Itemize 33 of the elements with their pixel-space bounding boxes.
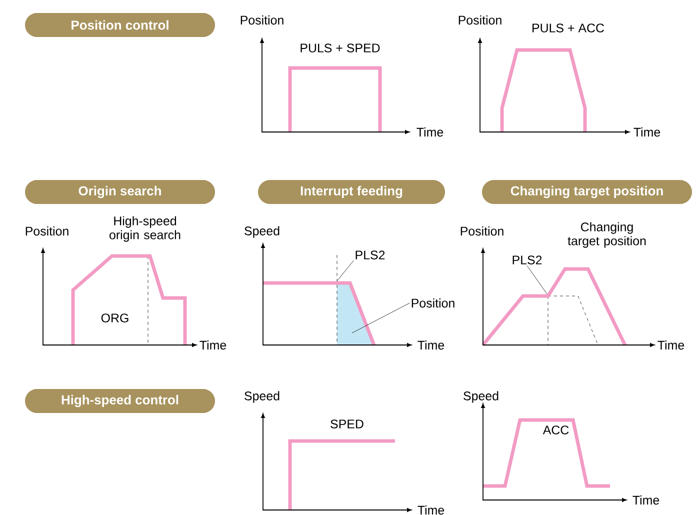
chart-label: Time — [418, 340, 444, 350]
heading-pill: Position control — [25, 13, 215, 37]
chart-label: Position — [460, 226, 504, 236]
chart-label: Time — [658, 340, 684, 350]
chart-label: Position — [240, 15, 284, 25]
heading-pill: High-speed control — [25, 389, 215, 413]
chart-label: ACC — [542, 426, 569, 434]
leader-line — [336, 260, 354, 282]
heading-pill: Interrupt feeding — [258, 180, 445, 204]
chart-label: Changing target position — [568, 222, 646, 248]
chart-label: High-speed origin search — [110, 216, 180, 242]
chart-label: Position — [458, 15, 502, 25]
chart-label: Time — [634, 127, 660, 137]
chart-label: SPED — [330, 420, 364, 428]
callout-text: PLS2 — [354, 250, 386, 260]
position-area — [337, 283, 374, 345]
heading-pill: Origin search — [25, 180, 215, 204]
heading-pill: Changing target position — [482, 180, 692, 204]
leader-line — [526, 265, 548, 294]
callout-text: PLS2 — [510, 254, 544, 266]
chart-label: Speed — [244, 226, 280, 238]
leader-line — [352, 302, 410, 334]
chart-label: Speed — [244, 391, 280, 403]
chart-label: Speed — [464, 391, 498, 403]
chart-label: PULS + SPED — [300, 44, 380, 52]
chart-label: Time — [200, 340, 226, 350]
chart-label: Time — [418, 505, 444, 515]
chart-label: PULS + ACC — [532, 24, 604, 32]
chart-label: Time — [416, 127, 444, 137]
callout-text: Position — [410, 297, 456, 309]
chart-label: Time — [632, 495, 660, 505]
chart-label: ORG — [101, 314, 128, 322]
chart-label: Position — [26, 226, 68, 236]
